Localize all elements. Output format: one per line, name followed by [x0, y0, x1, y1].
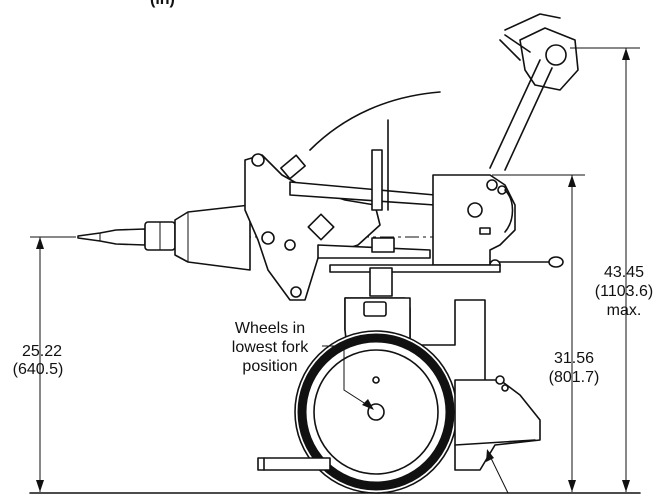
wheels-callout-line-2: lowest fork — [232, 339, 309, 356]
middle-height-inches: 31.56 — [554, 350, 594, 367]
lower-leader — [486, 449, 540, 494]
dimension-middle-height: 31.56 (801.7) — [492, 174, 600, 492]
wheels-callout: Wheels in lowest fork position — [232, 320, 374, 410]
left-height-inches: 25.22 — [22, 343, 62, 360]
right-height-mm: (1103.6) — [595, 283, 653, 300]
wheels-callout-line-1: Wheels in — [235, 320, 305, 337]
dimension-left-height: 25.22 (640.5) — [13, 236, 75, 492]
dimension-right-height: 43.45 (1103.6) max. — [570, 47, 653, 492]
left-height-mm: (640.5) — [13, 361, 64, 378]
right-height-inches: 43.45 — [604, 264, 644, 281]
wheels-callout-line-3: position — [242, 358, 297, 375]
right-height-note: max. — [607, 302, 642, 319]
header-fragment: (in) — [150, 0, 175, 8]
middle-height-mm: (801.7) — [549, 369, 600, 386]
machine-body — [77, 13, 579, 494]
